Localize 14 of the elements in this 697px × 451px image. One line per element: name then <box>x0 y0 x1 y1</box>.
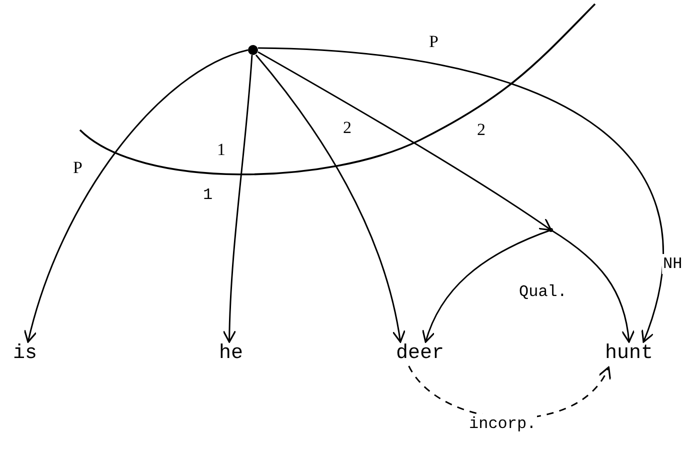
arrow <box>255 54 406 343</box>
word-label: is <box>10 342 40 366</box>
junction-point <box>549 228 553 232</box>
arrow <box>258 47 664 343</box>
arrow <box>550 229 634 343</box>
word-label: hunt <box>600 342 658 366</box>
word-label: deer <box>392 342 448 366</box>
arrow <box>422 229 552 343</box>
edge-label: incorp. <box>468 414 538 434</box>
arrow <box>24 49 248 343</box>
relation-label: NH <box>662 254 684 274</box>
word-label: he <box>214 342 248 366</box>
arrow <box>258 51 552 231</box>
arrow <box>222 54 253 343</box>
